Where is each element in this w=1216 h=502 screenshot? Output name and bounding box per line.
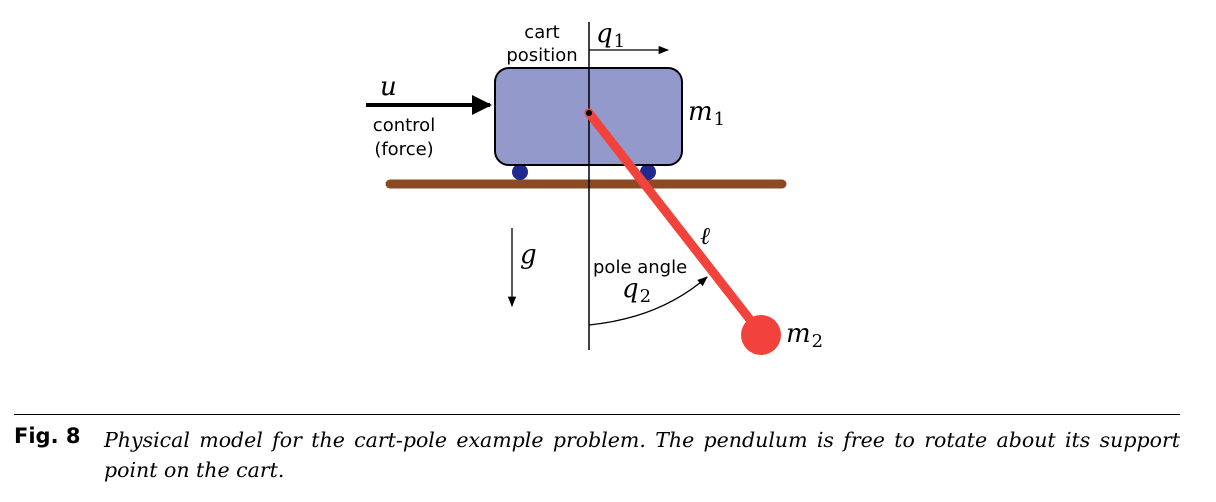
caption-label: Fig. 8 [14,424,81,448]
control-label-line2: (force) [374,139,433,160]
cart-position-label-line1: cart [524,22,559,43]
pivot-point [586,110,592,116]
pole-length-label: ℓ [700,222,710,250]
pendulum-mass-label: m2 [786,319,823,352]
control-input-label: u [380,72,397,102]
q1-label: q1 [596,19,625,52]
cart-pole-diagram: cart position q1 u control (force) m1 ℓ … [366,19,823,355]
pole-angle-arc [588,276,708,326]
pole [584,108,767,340]
pendulum-bob [741,315,781,355]
cart-position-label-line2: position [506,45,577,66]
wheel-left [512,164,528,180]
pole-angle-label: pole angle [593,257,687,278]
gravity-label: g [520,240,537,270]
q2-label: q2 [622,274,651,307]
caption-text: Physical model for the cart-pole example… [104,428,1180,482]
cart-mass-label: m1 [688,97,725,130]
caption-divider [14,414,1180,415]
control-label-line1: control [373,115,435,136]
wheel-right [640,164,656,180]
